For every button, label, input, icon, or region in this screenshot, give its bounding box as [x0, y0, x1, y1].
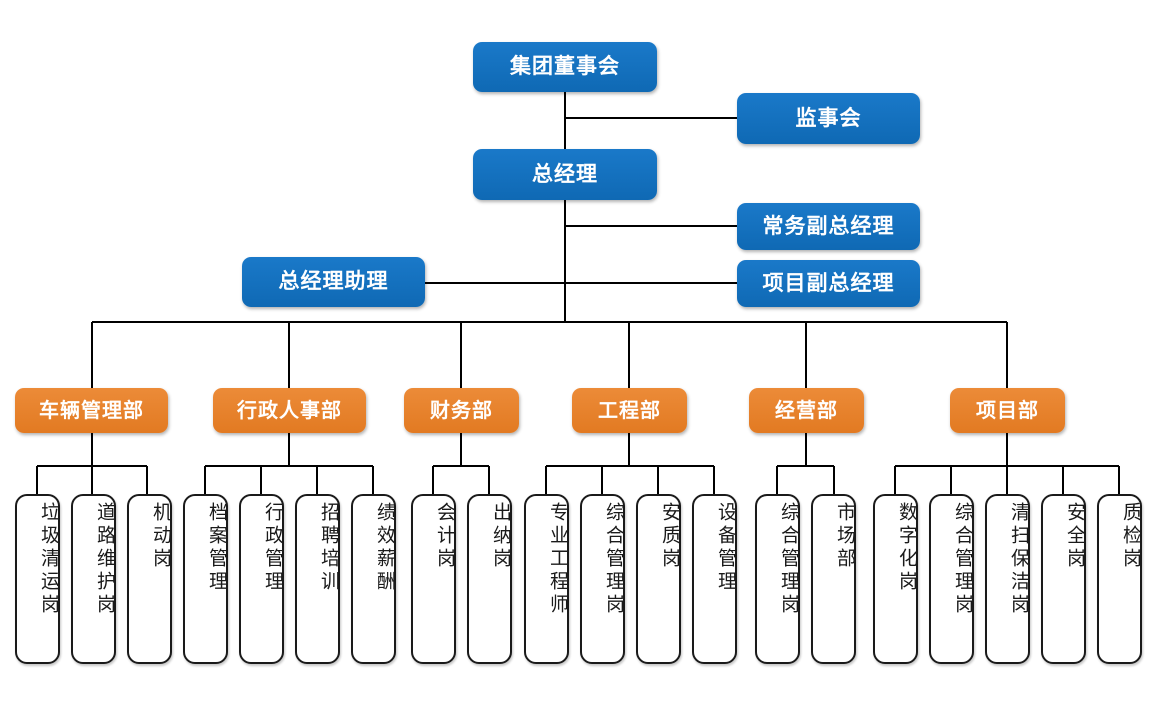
node-position-recruitment-training[interactable]: 招聘培训 [295, 494, 340, 664]
node-label: 垃圾清运岗 [38, 502, 59, 617]
node-position-professional-engineer[interactable]: 专业工程师 [524, 494, 569, 664]
node-label: 质检岗 [1120, 502, 1141, 571]
node-label: 设备管理 [715, 502, 736, 594]
node-general-manager-assistant[interactable]: 总经理助理 [242, 257, 425, 307]
node-position-operations-general-management[interactable]: 综合管理岗 [755, 494, 800, 664]
node-label: 总经理 [532, 162, 598, 186]
node-label: 综合管理岗 [603, 502, 624, 617]
node-position-equipment-management[interactable]: 设备管理 [692, 494, 737, 664]
node-position-cleaning-sanitation[interactable]: 清扫保洁岗 [985, 494, 1030, 664]
node-label: 道路维护岗 [94, 502, 115, 617]
node-label: 经营部 [775, 399, 838, 422]
node-label: 档案管理 [206, 502, 227, 594]
node-supervisory-board[interactable]: 监事会 [737, 93, 920, 144]
node-label: 市场部 [834, 502, 855, 571]
node-department-vehicle-management[interactable]: 车辆管理部 [15, 388, 168, 433]
node-position-marketing[interactable]: 市场部 [811, 494, 856, 664]
node-label: 安全岗 [1064, 502, 1085, 571]
node-label: 常务副总经理 [762, 214, 895, 238]
node-executive-deputy-general-manager[interactable]: 常务副总经理 [737, 203, 920, 250]
node-label: 综合管理岗 [778, 502, 799, 617]
node-label: 监事会 [795, 106, 862, 130]
node-position-performance-compensation[interactable]: 绩效薪酬 [351, 494, 396, 664]
node-department-operations[interactable]: 经营部 [749, 388, 864, 433]
node-label: 会计岗 [434, 502, 455, 571]
node-label: 出纳岗 [490, 502, 511, 571]
node-department-administration-hr[interactable]: 行政人事部 [213, 388, 366, 433]
node-label: 招聘培训 [318, 502, 339, 594]
node-general-manager[interactable]: 总经理 [473, 149, 657, 200]
node-label: 清扫保洁岗 [1008, 502, 1029, 617]
node-position-records-management[interactable]: 档案管理 [183, 494, 228, 664]
node-position-engineering-general-management[interactable]: 综合管理岗 [580, 494, 625, 664]
node-department-finance[interactable]: 财务部 [404, 388, 519, 433]
node-position-safety[interactable]: 安全岗 [1041, 494, 1086, 664]
node-position-project-general-management[interactable]: 综合管理岗 [929, 494, 974, 664]
node-position-accounting[interactable]: 会计岗 [411, 494, 456, 664]
node-label: 工程部 [598, 399, 661, 422]
node-position-mobile-duty[interactable]: 机动岗 [127, 494, 172, 664]
node-position-digitalization[interactable]: 数字化岗 [873, 494, 918, 664]
node-label: 车辆管理部 [39, 399, 144, 422]
node-position-road-maintenance[interactable]: 道路维护岗 [71, 494, 116, 664]
node-board-of-directors[interactable]: 集团董事会 [473, 42, 657, 92]
node-label: 专业工程师 [547, 502, 568, 617]
node-label: 绩效薪酬 [374, 502, 395, 594]
node-label: 机动岗 [150, 502, 171, 571]
node-project-deputy-general-manager[interactable]: 项目副总经理 [737, 260, 920, 307]
node-department-engineering[interactable]: 工程部 [572, 388, 687, 433]
node-department-project[interactable]: 项目部 [950, 388, 1065, 433]
node-label: 项目部 [976, 399, 1039, 422]
node-label: 行政人事部 [237, 399, 342, 422]
node-label: 项目副总经理 [762, 271, 895, 295]
node-label: 安质岗 [659, 502, 680, 571]
node-label: 行政管理 [262, 502, 283, 594]
node-position-cashier[interactable]: 出纳岗 [467, 494, 512, 664]
node-position-safety-quality[interactable]: 安质岗 [636, 494, 681, 664]
node-label: 数字化岗 [896, 502, 917, 594]
node-label: 集团董事会 [510, 55, 620, 79]
node-position-waste-transport[interactable]: 垃圾清运岗 [15, 494, 60, 664]
node-label: 总经理助理 [278, 270, 389, 294]
node-position-administration-management[interactable]: 行政管理 [239, 494, 284, 664]
node-position-quality-inspection[interactable]: 质检岗 [1097, 494, 1142, 664]
node-label: 综合管理岗 [952, 502, 973, 617]
node-label: 财务部 [430, 399, 493, 422]
